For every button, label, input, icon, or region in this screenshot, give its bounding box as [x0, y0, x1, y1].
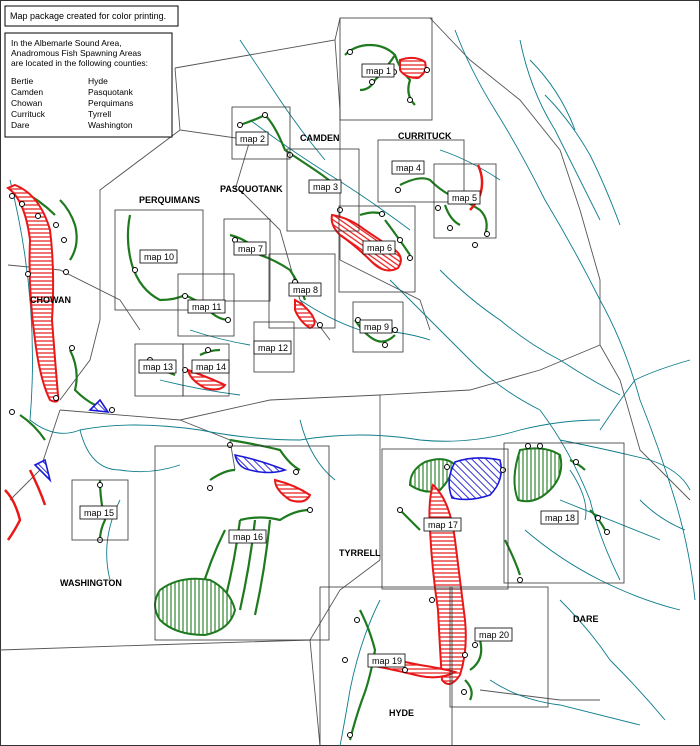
legend-intro-line-3: are located in the following counties: [11, 58, 148, 68]
map-label-1: map 1 [361, 63, 395, 78]
map-label-20: map 20 [474, 627, 513, 642]
map-label-text: map 5 [452, 193, 477, 203]
map-label-3: map 3 [308, 179, 342, 194]
legend-county-right-3: Perquimans [88, 98, 133, 108]
map-label-17: map 17 [423, 517, 462, 532]
header-note: Map package created for color printing. [10, 11, 166, 21]
legend-intro-line-1: In the Albemarle Sound Area, [11, 38, 122, 48]
legend-county-left-5: Dare [11, 120, 30, 130]
legend-county-right-1: Hyde [88, 76, 108, 86]
county-label-camden: CAMDEN [300, 133, 340, 143]
county-label-chowan: CHOWAN [30, 295, 71, 305]
legend-county-left-2: Camden [11, 87, 43, 97]
map-label-8: map 8 [288, 282, 322, 297]
map-label-18: map 18 [540, 510, 579, 525]
map-label-9: map 9 [359, 319, 393, 334]
map-label-text: map 19 [372, 656, 402, 666]
map-label-text: map 10 [144, 252, 174, 262]
map-tile-labels: map 1 map 2 map 3 map 4 map 5 map 6 map 7 map 8… [79, 63, 579, 668]
header-note-box: Map package created for color printing. [4, 5, 179, 27]
map-label-15: map 15 [79, 505, 118, 520]
map-label-6: map 6 [362, 240, 396, 255]
map-label-text: map 6 [367, 243, 392, 253]
map-label-text: map 16 [233, 532, 263, 542]
map-label-text: map 3 [313, 182, 338, 192]
map-label-text: map 7 [238, 244, 263, 254]
map-label-19: map 19 [367, 653, 406, 668]
map-label-13: map 13 [138, 359, 177, 374]
spawning-areas-blue [33, 398, 503, 501]
map-label-text: map 12 [258, 343, 288, 353]
map-label-text: map 9 [364, 322, 389, 332]
map-label-text: map 1 [366, 66, 391, 76]
legend-box: In the Albemarle Sound Area, Anadromous … [4, 32, 173, 138]
map-label-text: map 8 [293, 285, 318, 295]
county-label-hyde: HYDE [389, 708, 414, 718]
county-label-perquimans: PERQUIMANS [139, 195, 200, 205]
legend-county-right-2: Pasquotank [88, 87, 134, 97]
county-label-washington: WASHINGTON [60, 578, 122, 588]
map-label-text: map 14 [196, 362, 226, 372]
map-label-7: map 7 [233, 241, 267, 256]
map-label-5: map 5 [447, 190, 481, 205]
county-label-dare: DARE [573, 614, 599, 624]
map-label-text: map 11 [192, 302, 221, 312]
county-label-pasquotank: PASQUOTANK [220, 184, 283, 194]
map-label-14: map 14 [191, 359, 230, 374]
map-label-text: map 13 [143, 362, 173, 372]
map-label-text: map 15 [84, 508, 114, 518]
map-label-16: map 16 [228, 529, 267, 544]
spawning-areas-red [5, 56, 467, 685]
legend-county-left-4: Currituck [11, 109, 46, 119]
map-label-text: map 18 [545, 513, 575, 523]
map-label-12: map 12 [253, 340, 292, 355]
map-label-text: map 17 [428, 520, 458, 530]
map-label-11: map 11 [187, 299, 226, 314]
legend-county-left-1: Bertie [11, 76, 33, 86]
map-label-4: map 4 [391, 160, 425, 175]
map-label-text: map 20 [479, 630, 509, 640]
spawning-areas-green [154, 447, 563, 637]
map-label-text: map 4 [396, 163, 421, 173]
legend-intro-line-2: Anadromous Fish Spawning Areas [11, 48, 141, 58]
county-label-currituck: CURRITUCK [398, 131, 452, 141]
map-label-10: map 10 [139, 249, 178, 264]
legend-county-right-4: Tyrrell [88, 109, 111, 119]
county-label-tyrrell: TYRRELL [339, 548, 381, 558]
map-label-text: map 2 [240, 134, 265, 144]
map-label-2: map 2 [235, 131, 269, 146]
legend-county-left-3: Chowan [11, 98, 42, 108]
county-labels: CAMDEN CURRITUCK PERQUIMANS PASQUOTANK CHOWA… [30, 131, 599, 718]
legend-county-right-5: Washington [88, 120, 133, 130]
